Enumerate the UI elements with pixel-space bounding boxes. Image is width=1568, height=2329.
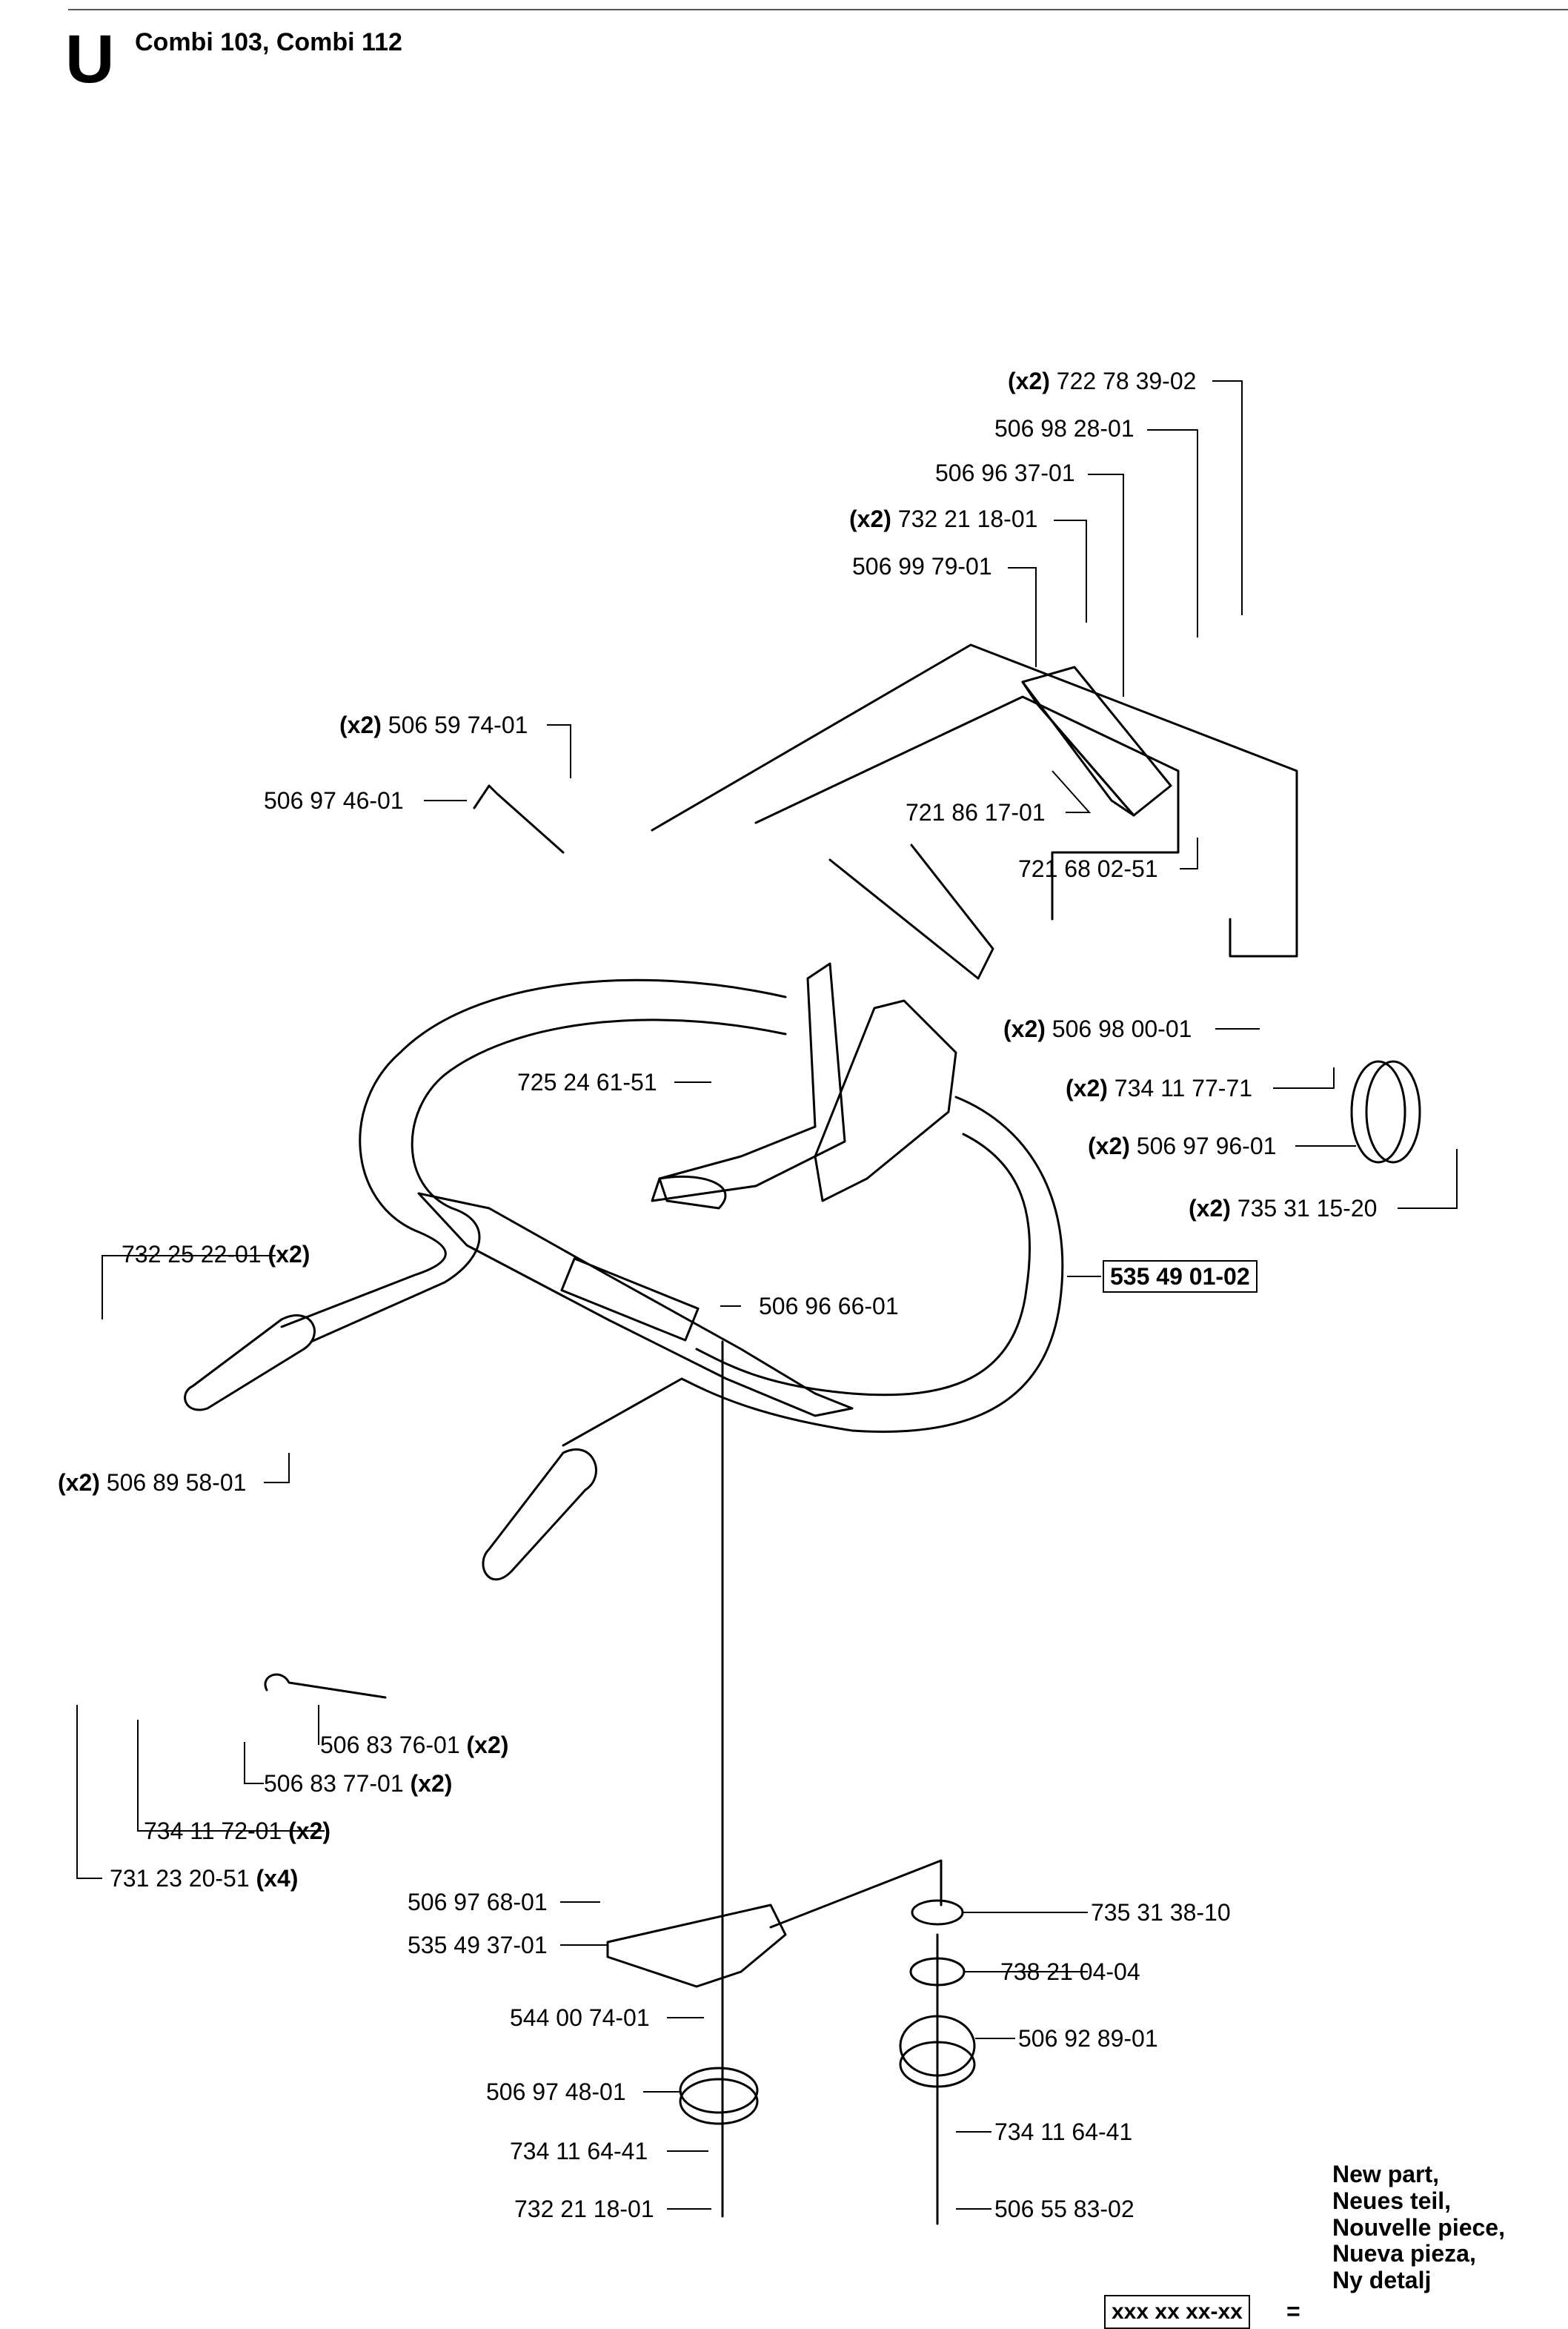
extension-spring <box>264 1673 387 1699</box>
part-label: 725 24 61-51 <box>517 1069 657 1096</box>
part-label: 506 97 46-01 <box>264 787 404 814</box>
part-label: (x2) 735 31 15-20 <box>1189 1195 1378 1222</box>
wheel <box>1350 1060 1406 1164</box>
section-letter: U <box>65 21 115 97</box>
part-label: 506 83 76-01 (x2) <box>320 1732 509 1758</box>
part-label: 506 55 83-02 <box>994 2196 1135 2222</box>
part-label: 734 11 64-41 <box>994 2118 1133 2145</box>
cross-plate-slot <box>560 1257 700 1342</box>
part-label: (x2) 506 98 00-01 <box>1003 1016 1192 1042</box>
assembly-part-number: 535 49 01-02 <box>1103 1260 1258 1293</box>
lower-leader-bracket <box>769 1859 943 1929</box>
leader-frame-inner <box>828 844 994 980</box>
part-label: 738 21 04-04 <box>1000 1958 1140 1985</box>
part-label: (x2) 722 78 39-02 <box>1008 368 1197 394</box>
pedal-plate <box>658 1175 727 1210</box>
legend-part-box: xxx xx xx-xx <box>1104 2295 1250 2329</box>
part-label: 734 11 72-01 (x2) <box>144 1818 331 1844</box>
top-funnel-face <box>1021 680 1135 817</box>
part-label: 732 25 22-01 (x2) <box>122 1241 310 1268</box>
left-lower-arm <box>482 1448 597 1581</box>
handle-right-inner <box>695 1133 1032 1397</box>
right-bracket <box>814 999 957 1202</box>
part-label: 506 83 77-01 (x2) <box>264 1770 453 1797</box>
part-label: 506 97 48-01 <box>486 2078 626 2105</box>
part-label: 535 49 37-01 <box>408 1932 548 1958</box>
part-label: 732 21 18-01 <box>514 2196 654 2222</box>
cross-plate <box>417 1192 854 1417</box>
part-label: 731 23 20-51 (x4) <box>110 1865 299 1892</box>
part-label: (x2) 506 89 58-01 <box>58 1469 247 1496</box>
part-label: 506 96 66-01 <box>759 1293 899 1319</box>
lower-bracket-plate <box>606 1904 787 1988</box>
left-lever <box>184 1314 316 1411</box>
part-label: 506 92 89-01 <box>1018 2025 1158 2052</box>
leader-frame-top <box>651 643 1298 958</box>
part-label: (x2) 506 59 74-01 <box>339 712 528 738</box>
part-label: 506 98 28-01 <box>994 415 1135 442</box>
part-label: (x2) 732 21 18-01 <box>849 506 1038 532</box>
part-label: 506 97 68-01 <box>408 1889 548 1915</box>
handle-right-outer <box>562 1096 1064 1447</box>
pulley-left <box>679 2067 759 2114</box>
snap-ring <box>911 1899 964 1926</box>
part-label: 506 99 79-01 <box>852 553 992 580</box>
part-label: 721 86 17-01 <box>906 799 1046 826</box>
top-rule <box>68 9 1568 10</box>
part-label: 721 68 02-51 <box>1018 855 1158 882</box>
part-label: (x2) 734 11 77-71 <box>1066 1075 1253 1101</box>
part-label: 734 11 64-41 <box>510 2138 648 2164</box>
top-funnel <box>1021 666 1172 817</box>
part-label: 735 31 38-10 <box>1091 1899 1231 1926</box>
part-label: 544 00 74-01 <box>510 2004 650 2031</box>
page-title: Combi 103, Combi 112 <box>135 28 402 56</box>
center-bracket <box>651 962 846 1202</box>
part-label: 506 96 37-01 <box>935 460 1075 486</box>
handle-frame-inner <box>310 1018 787 1343</box>
new-part-legend: New part, Neues teil, Nouvelle piece, Nu… <box>1332 2161 1505 2294</box>
legend-equals: = <box>1286 2298 1300 2325</box>
leader-frame-mid <box>754 695 1180 921</box>
handle-frame-outer <box>280 978 787 1328</box>
part-label: (x2) 506 97 96-01 <box>1088 1133 1277 1159</box>
rod-part <box>473 784 565 854</box>
